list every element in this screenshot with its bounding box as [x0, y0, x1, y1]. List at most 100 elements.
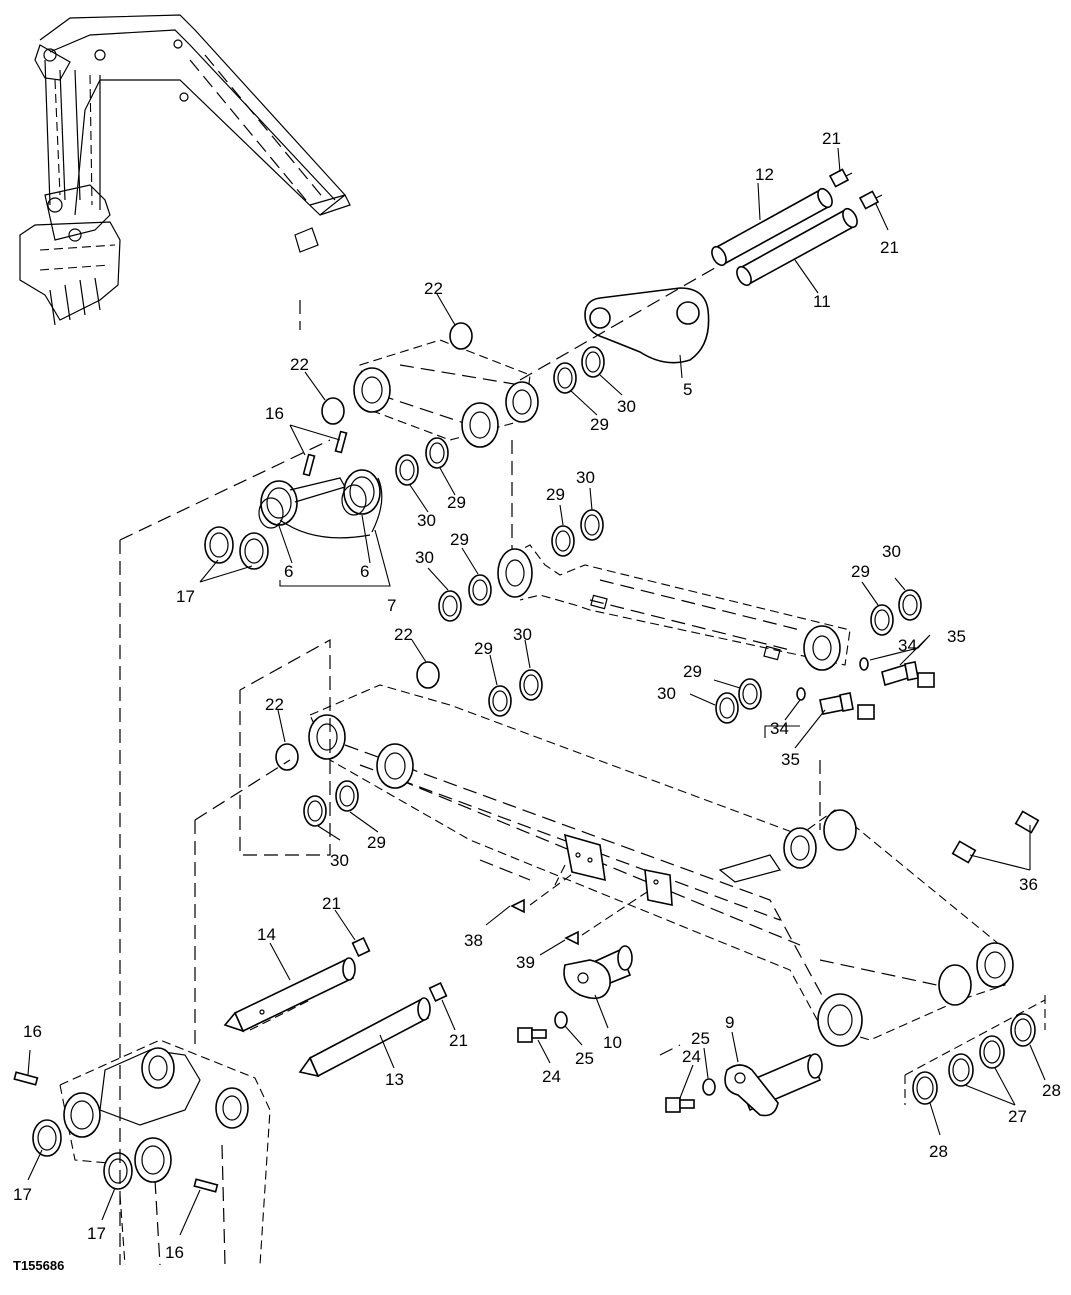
shim-29-c: [551, 525, 575, 557]
callout-11: 11: [813, 292, 831, 311]
shim-29-b: [425, 437, 449, 469]
bushing-17-c: [32, 1119, 62, 1157]
shim-29-e: [870, 604, 894, 636]
shim-30-a: [581, 346, 605, 378]
bolt-24-b: [665, 1097, 695, 1113]
o-ring-34-a: [859, 657, 869, 671]
pin-14: [223, 957, 356, 1033]
shim-29-f: [738, 678, 762, 710]
callout-30: 30: [417, 511, 436, 530]
hose-clamp-38: [510, 833, 606, 914]
callout-28: 28: [929, 1142, 948, 1161]
link-5: [584, 287, 710, 364]
callout-29: 29: [474, 639, 493, 658]
washer-25-b: [702, 1078, 716, 1096]
callout-29: 29: [447, 493, 466, 512]
callout-38: 38: [464, 931, 483, 950]
callouts: 21 12 21 11 22 22 16 5 30 29 30 29 30 29…: [13, 129, 1061, 1262]
callout-30: 30: [513, 625, 532, 644]
shim-29-a: [553, 362, 577, 394]
callout-29: 29: [590, 415, 609, 434]
spring-pin-16-d: [193, 1178, 219, 1193]
bushing-17-b: [239, 532, 269, 570]
callout-7: 7: [387, 596, 396, 615]
shim-30-b: [395, 454, 419, 486]
bushing-17-d: [103, 1152, 133, 1190]
callout-27: 27: [1008, 1107, 1027, 1126]
spring-pin-16-a: [302, 453, 316, 477]
callout-29: 29: [683, 662, 702, 681]
leader-lines: [27, 147, 1046, 1236]
pin-11: [736, 207, 858, 287]
callout-25: 25: [575, 1049, 594, 1068]
callout-10: 10: [603, 1033, 622, 1052]
grease-fitting-21-right: [858, 190, 883, 210]
fitting-35-a: [881, 661, 919, 687]
spring-pin-16-b: [334, 430, 348, 454]
bolt-24-a: [517, 1027, 547, 1043]
callout-30: 30: [330, 851, 349, 870]
callout-16: 16: [23, 1022, 42, 1041]
shim-30-g: [519, 669, 543, 701]
callout-6: 6: [284, 562, 293, 581]
alignment-line-link: [519, 264, 721, 381]
bucket-cylinder: [497, 544, 851, 671]
callout-14: 14: [257, 925, 276, 944]
callout-29: 29: [367, 833, 386, 852]
callout-17: 17: [13, 1185, 32, 1204]
callout-24: 24: [682, 1047, 701, 1066]
shim-30-h: [303, 795, 327, 827]
callout-35: 35: [781, 750, 800, 769]
callout-17: 17: [176, 587, 195, 606]
callout-22: 22: [290, 355, 309, 374]
callout-22: 22: [265, 695, 284, 714]
callout-34: 34: [770, 719, 789, 738]
arm-overview-inset: [19, 14, 351, 326]
pin-12: [711, 187, 833, 267]
callout-5: 5: [683, 380, 692, 399]
shim-29-g: [488, 685, 512, 717]
callout-29: 29: [546, 485, 565, 504]
callout-30: 30: [617, 397, 636, 416]
callout-22: 22: [394, 625, 413, 644]
callout-16: 16: [165, 1243, 184, 1262]
fitting-35-b: [819, 692, 854, 715]
grease-fitting-21-d: [428, 982, 448, 1002]
callout-35: 35: [947, 627, 966, 646]
callout-28: 28: [1042, 1081, 1061, 1100]
callout-30: 30: [882, 542, 901, 561]
shim-30-d: [438, 590, 462, 622]
callout-21: 21: [322, 894, 341, 913]
ring-group-frame: [904, 995, 1046, 1105]
callout-21: 21: [822, 129, 841, 148]
grease-fitting-21-upper: [828, 168, 853, 188]
callout-30: 30: [576, 468, 595, 487]
callout-29: 29: [851, 562, 870, 581]
o-ring-22-top: [449, 322, 473, 350]
callout-24: 24: [542, 1067, 561, 1086]
callout-34: 34: [898, 636, 917, 655]
callout-16: 16: [265, 404, 284, 423]
pin-9: [724, 1053, 823, 1117]
callout-9: 9: [725, 1013, 734, 1032]
shim-29-d: [468, 574, 492, 606]
callout-12: 12: [755, 165, 774, 184]
figure-id: T155686: [13, 1258, 64, 1273]
callout-21: 21: [880, 238, 899, 257]
arm-weldment: [308, 684, 1014, 1047]
pin-10: [563, 945, 633, 1000]
o-ring-22-mid: [416, 661, 440, 689]
spring-assembly-7: [258, 469, 383, 539]
callout-36: 36: [1019, 875, 1038, 894]
shim-29-h: [335, 780, 359, 812]
o-ring-34-b: [796, 687, 806, 701]
callout-21: 21: [449, 1031, 468, 1050]
callout-13: 13: [385, 1070, 404, 1089]
callout-29: 29: [450, 530, 469, 549]
spring-pin-16-c: [13, 1071, 39, 1086]
callout-17: 17: [87, 1224, 106, 1243]
callout-39: 39: [516, 953, 535, 972]
hose-36: [857, 672, 1040, 864]
boom-end: [59, 1039, 271, 1266]
